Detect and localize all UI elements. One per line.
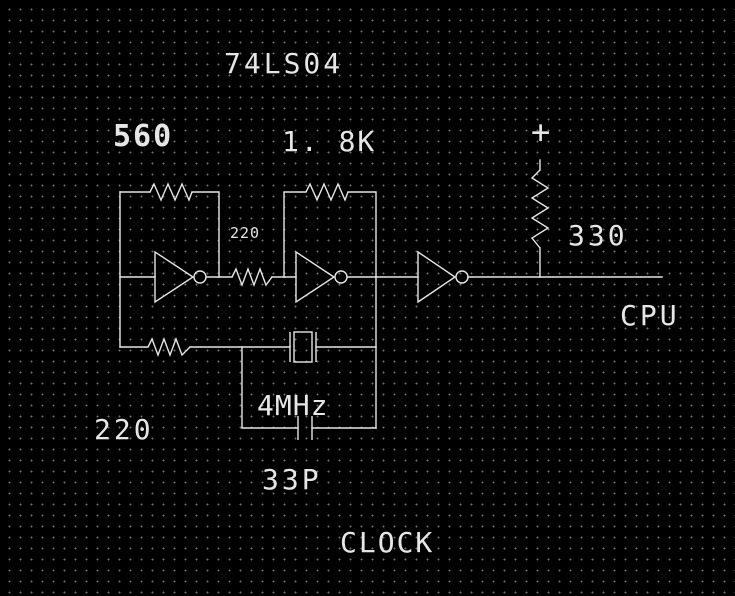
wire-feedback-2	[283, 191, 377, 278]
cpu-output-label: CPU	[620, 299, 680, 332]
crystal-symbol	[289, 331, 317, 363]
wire-feedback-1	[119, 191, 220, 278]
capacitor-label: 33P	[262, 463, 322, 496]
wire-capacitor-row	[241, 346, 377, 429]
resistor-1-8k	[305, 182, 349, 202]
resistor-220-bottom-label: 220	[94, 413, 154, 446]
wires	[119, 159, 663, 429]
resistor-330-label: 330	[568, 219, 628, 252]
resistor-220-series-label: 220	[230, 224, 261, 242]
resistor-1-8k-label: 1. 8K	[282, 125, 377, 158]
resistor-220-series	[231, 267, 273, 287]
crystal-label: 4MHz	[257, 389, 329, 422]
inverter-3	[417, 250, 469, 304]
inverter-2	[295, 250, 348, 304]
resistor-330	[530, 169, 550, 249]
resistor-560-label: 560	[113, 119, 174, 154]
capacitor-symbol	[297, 416, 313, 440]
supply-plus-label: +	[531, 113, 551, 151]
inverter-1	[154, 250, 207, 304]
resistor-560	[149, 182, 193, 202]
resistor-220-bottom	[147, 337, 191, 357]
chip-label: 74LS04	[224, 47, 344, 80]
diagram-title: CLOCK	[340, 526, 435, 559]
